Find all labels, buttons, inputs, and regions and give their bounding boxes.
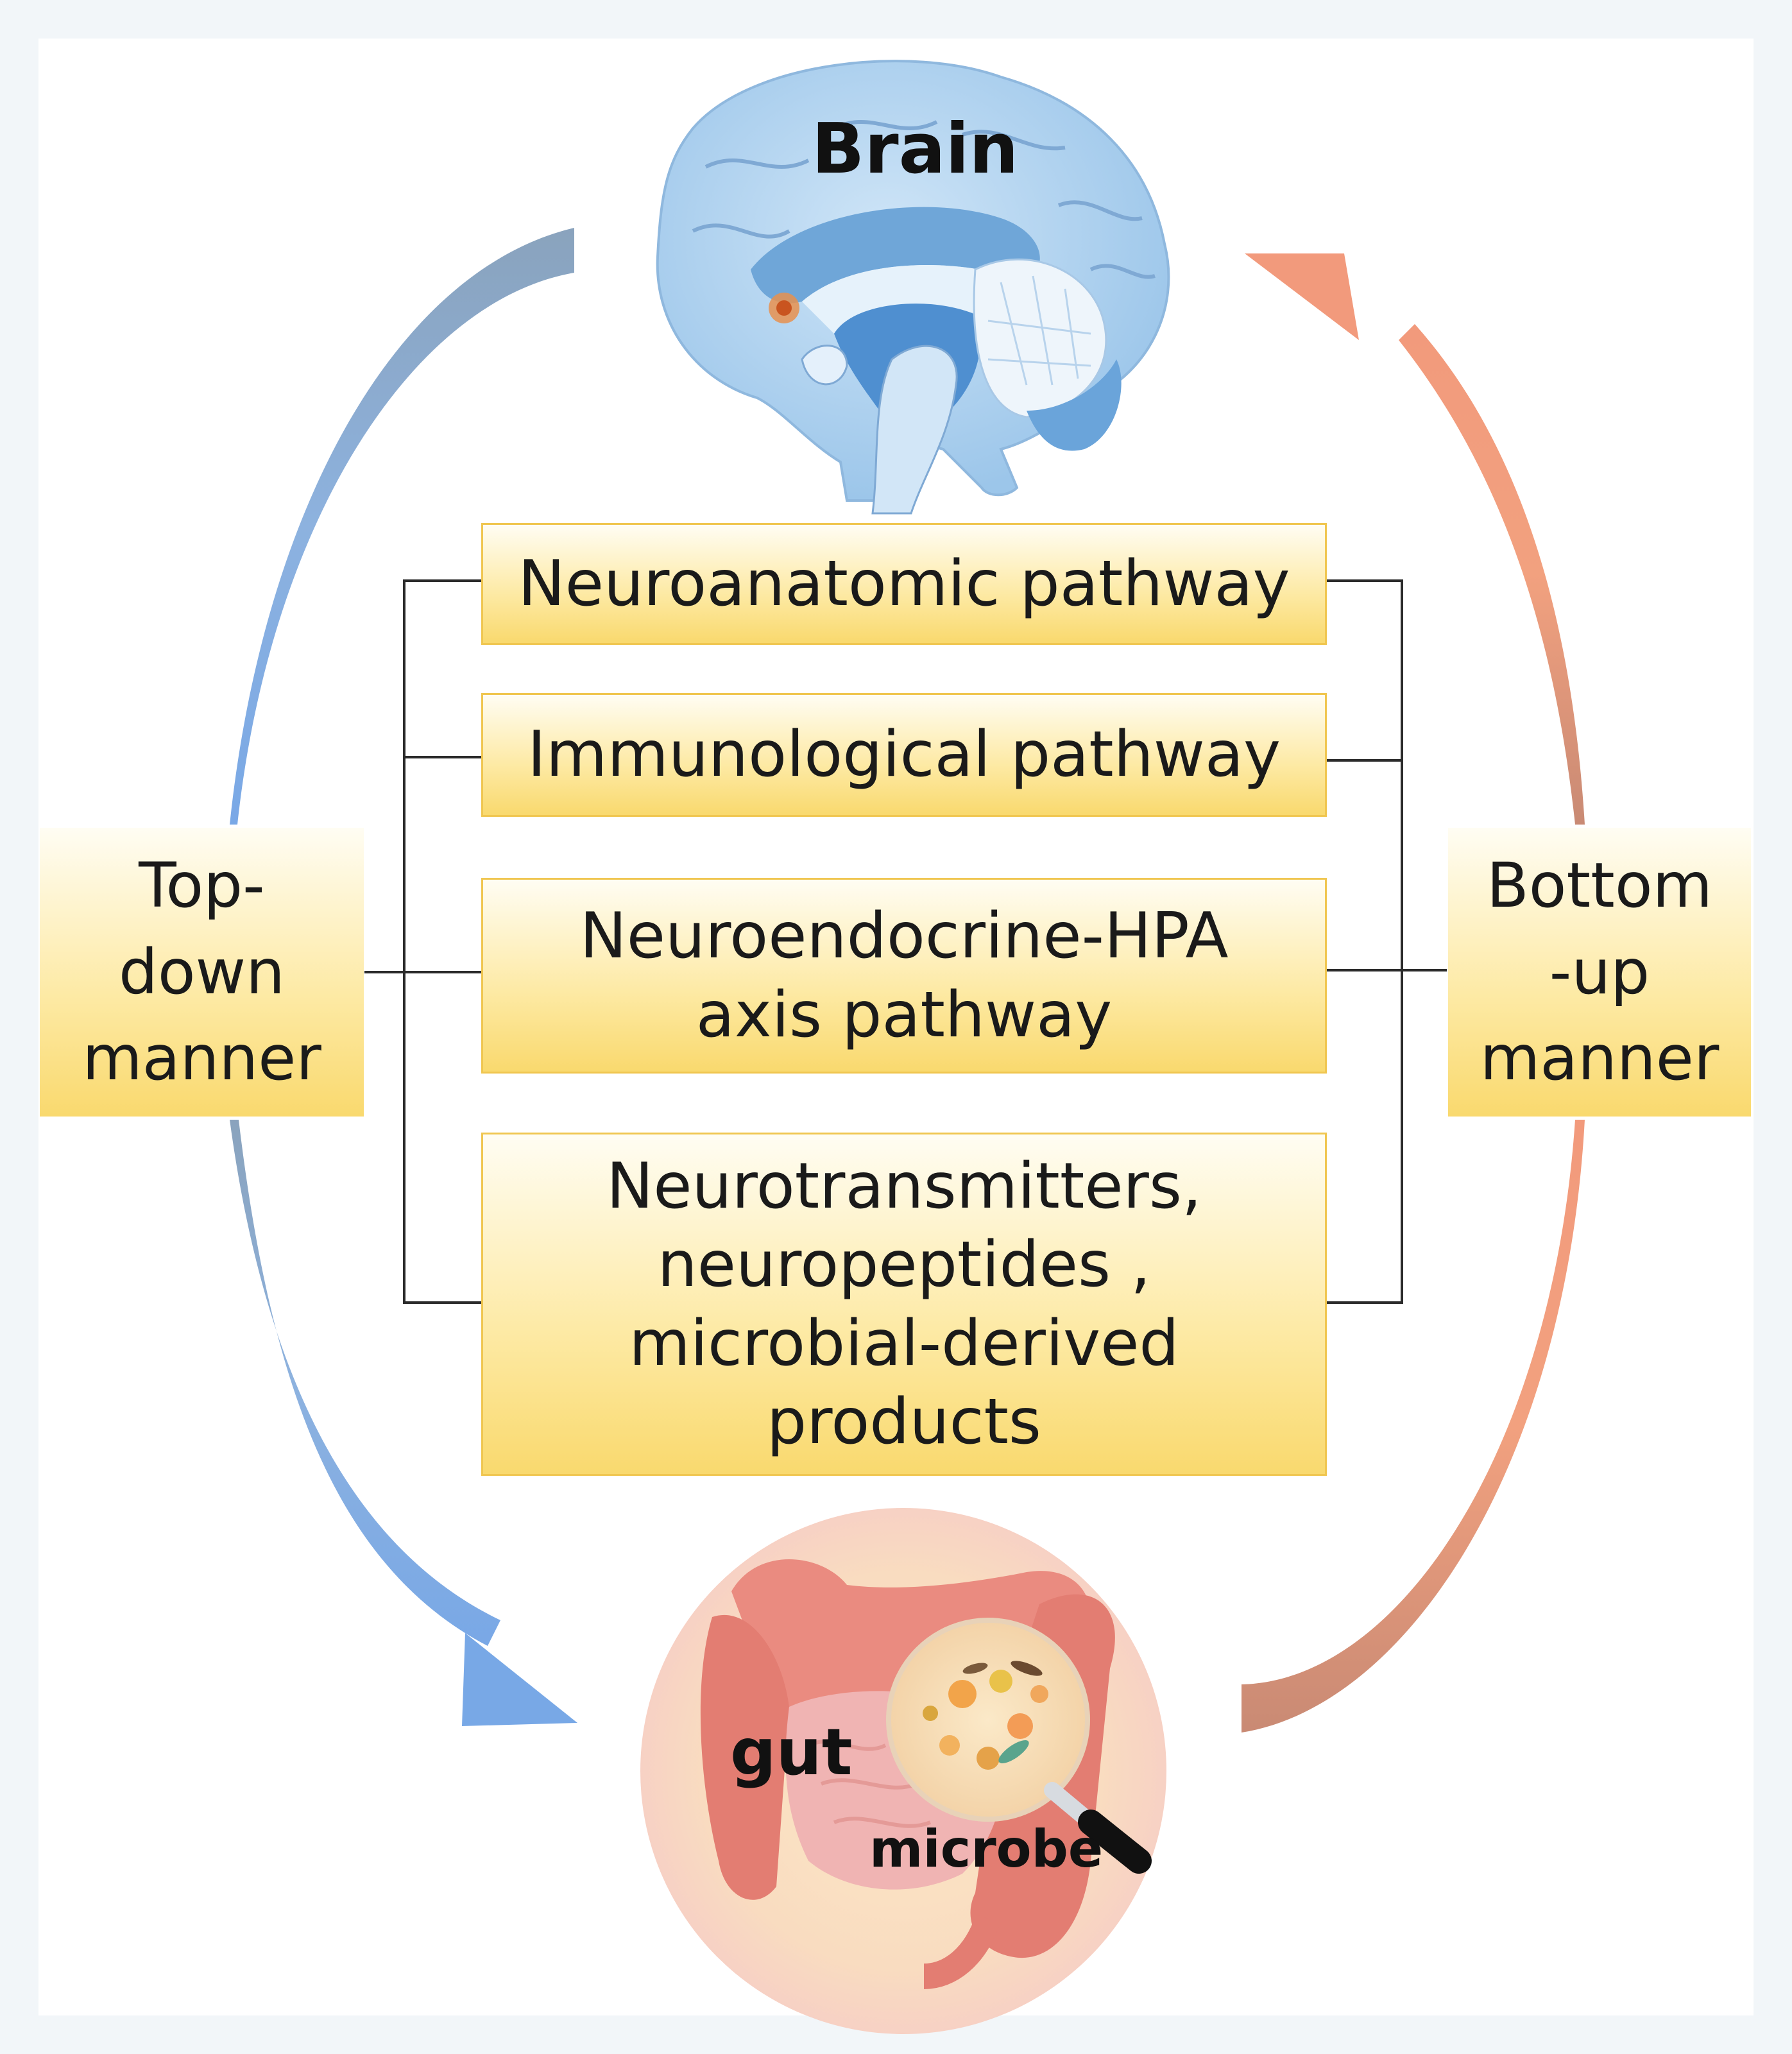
pathway-line: neuropeptides ,: [657, 1228, 1151, 1301]
bottom-up-line: Bottom: [1486, 850, 1713, 922]
bottom-up-line: -up: [1549, 936, 1650, 1008]
pathway-line: microbial-derived: [629, 1306, 1179, 1380]
pathway-box-neuroanatomic: Neuroanatomic pathway: [481, 523, 1327, 645]
pathway-line: products: [767, 1385, 1041, 1459]
top-down-line: manner: [82, 1022, 321, 1095]
brain-illustration: [656, 60, 1170, 515]
microbe-label: microbe: [869, 1819, 1104, 1879]
pathway-line: Neuroendocrine-HPA: [579, 900, 1229, 973]
brain-label: Brain: [812, 109, 1019, 189]
gut-illustration: [640, 1508, 1166, 2034]
pathway-line: Neurotransmitters,: [606, 1149, 1202, 1223]
pathway-line: Neuroanatomic pathway: [518, 547, 1290, 620]
top-down-arrow: [230, 228, 577, 1726]
top-down-line: down: [118, 936, 286, 1008]
bottom-up-line: manner: [1480, 1022, 1719, 1095]
top-down-line: Top-: [139, 850, 265, 922]
pathway-connectors: [364, 579, 1447, 1304]
pathway-box-immunological: Immunological pathway: [481, 693, 1327, 817]
pathway-line: Immunological pathway: [527, 718, 1281, 792]
pathway-line: axis pathway: [695, 978, 1113, 1052]
gut-label: gut: [730, 1715, 853, 1790]
top-down-manner-label: Top- down manner: [40, 828, 364, 1117]
pathway-box-neuroendocrine-hpa: Neuroendocrine-HPA axis pathway: [481, 878, 1327, 1074]
bottom-up-arrow: [1242, 253, 1585, 1733]
pathway-box-neurotransmitters: Neurotransmitters, neuropeptides , micro…: [481, 1133, 1327, 1476]
bottom-up-manner-label: Bottom -up manner: [1448, 828, 1751, 1117]
